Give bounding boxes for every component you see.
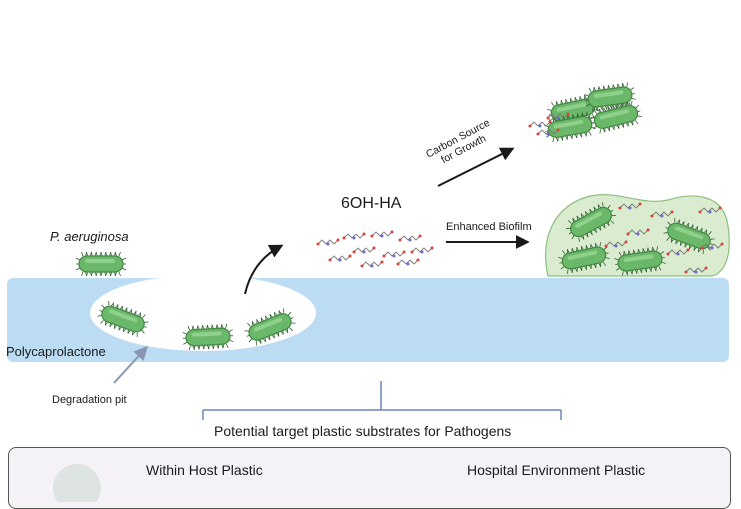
hospital-environment-label: Hospital Environment Plastic [467, 462, 645, 478]
molecule-chain-icon [353, 247, 376, 254]
molecule-chain-icon [343, 233, 366, 240]
within-host-label: Within Host Plastic [146, 462, 263, 478]
plastic-substrates-panel [8, 447, 731, 509]
rod-bacterium-icon [76, 252, 126, 276]
polymer-label: Polycaprolactone [6, 344, 106, 359]
target-bracket [203, 381, 561, 420]
molecule-chain-icon [399, 235, 422, 242]
molecule-chain-icon [397, 259, 420, 266]
species-label: P. aeruginosa [50, 229, 129, 244]
person-icon [47, 462, 107, 502]
molecule-chain-icon [317, 239, 340, 246]
molecule-chain-icon [411, 247, 434, 254]
molecule-chain-icon [329, 255, 352, 262]
degradation-pit-label: Degradation pit [52, 394, 127, 406]
molecule-chain-icon [371, 231, 394, 238]
biofilm-label: Enhanced Biofilm [446, 221, 532, 233]
compound-label: 6OH-HA [341, 195, 401, 213]
targets-label: Potential target plastic substrates for … [214, 423, 511, 439]
molecule-chain-icon [361, 261, 384, 268]
molecule-chain-icon [383, 251, 406, 258]
